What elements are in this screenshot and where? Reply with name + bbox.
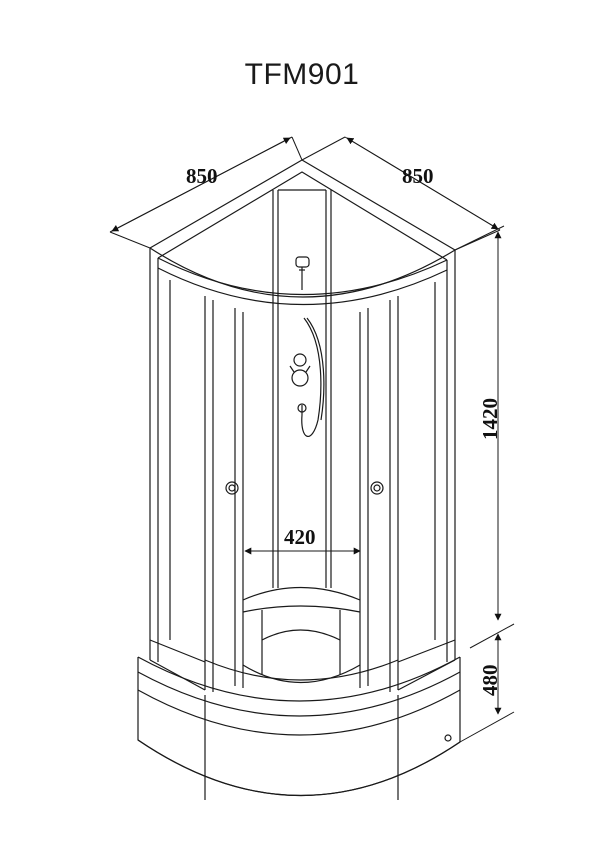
dim-line-width-right [301, 136, 501, 251]
base-tray [137, 656, 461, 800]
dim-label-width-left: 850 [186, 164, 218, 188]
inner-tray [204, 586, 399, 684]
model-title: TFM901 [244, 58, 360, 91]
left-frame [149, 248, 171, 662]
right-frame [434, 250, 456, 662]
dim-label-door-opening: 420 [284, 525, 316, 549]
shower-head [295, 256, 310, 290]
right-door-handle [370, 481, 384, 495]
dim-line-width-left [109, 136, 303, 249]
left-door [149, 296, 244, 692]
shower-hose [301, 317, 325, 437]
right-door [359, 296, 456, 692]
dim-line-cabin-height [454, 225, 515, 649]
dim-label-width-right: 850 [402, 164, 434, 188]
left-door-handle [225, 481, 239, 495]
dim-line-tray-height [459, 633, 515, 743]
dim-label-cabin-height: 1420 [478, 398, 502, 440]
mixer-valves [289, 353, 311, 413]
back-panel [272, 189, 332, 588]
dim-label-tray-height: 480 [478, 665, 502, 697]
